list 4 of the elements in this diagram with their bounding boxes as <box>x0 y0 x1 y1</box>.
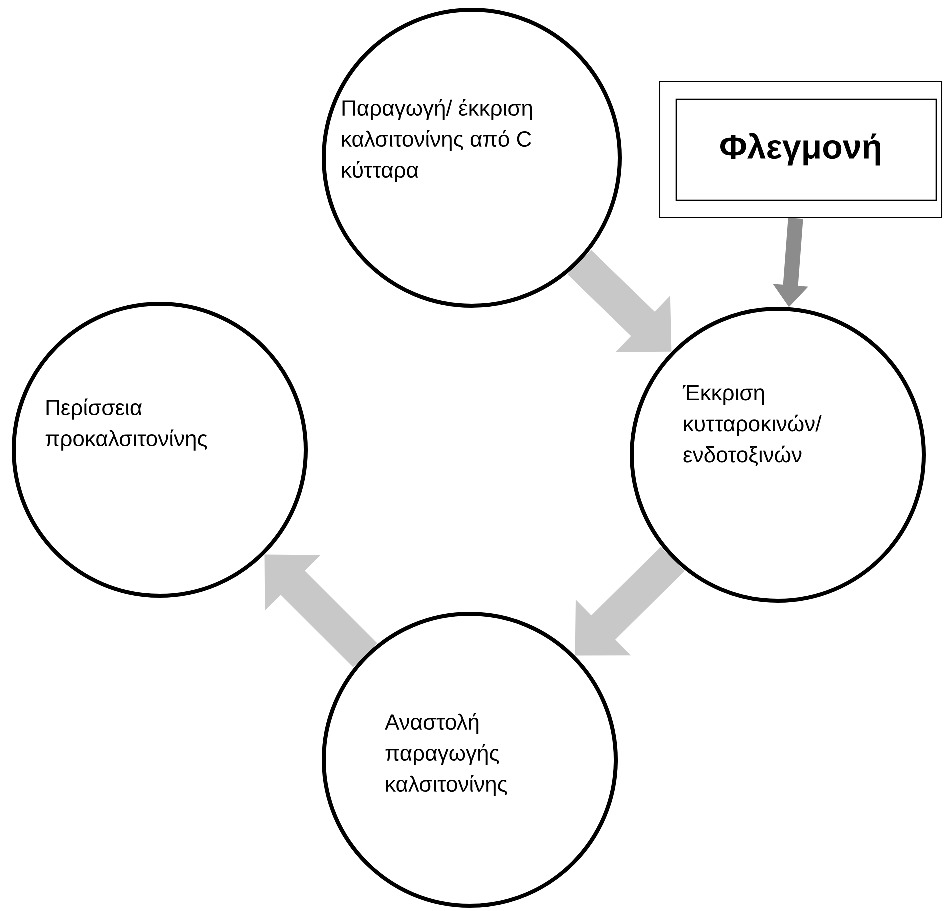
block-arrow <box>568 250 672 352</box>
block-arrow <box>575 547 685 656</box>
double-frame-box: Φλεγμονή <box>660 82 942 218</box>
block-arrow <box>264 554 378 668</box>
